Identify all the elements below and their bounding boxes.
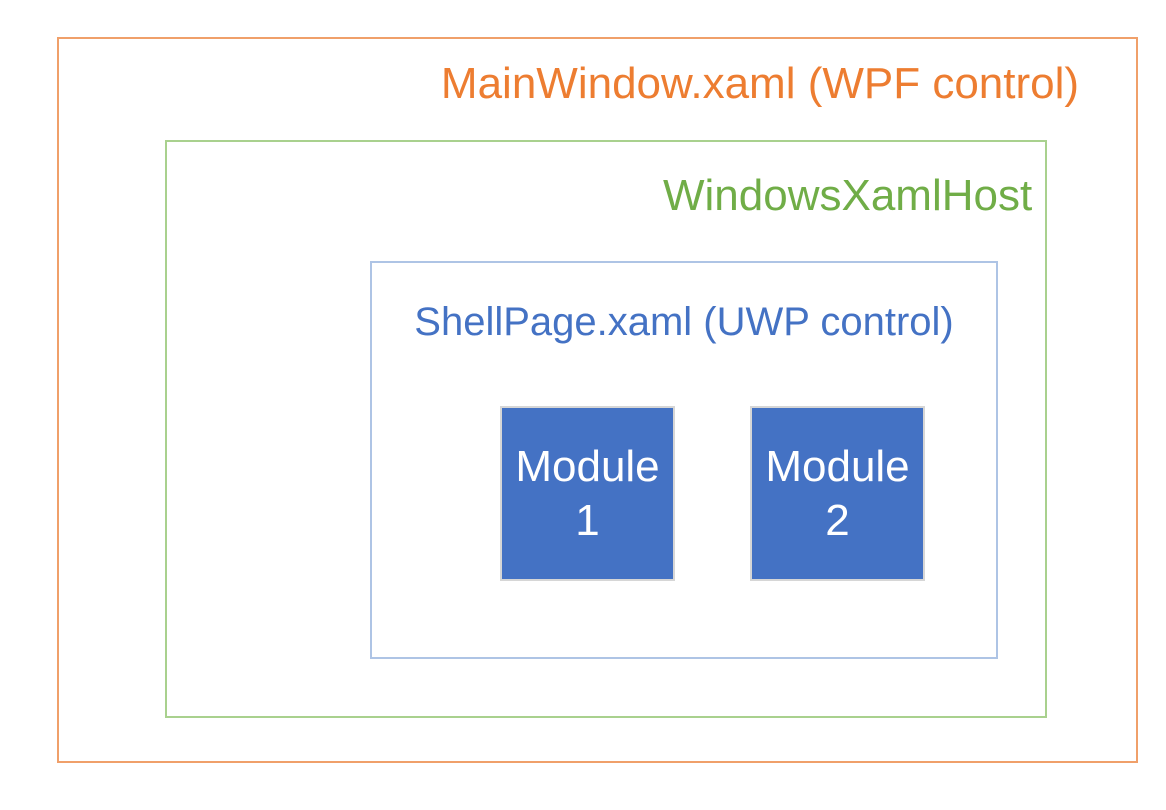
module-1-label-line1: Module [515, 441, 660, 491]
module-1-box: Module 1 [500, 406, 675, 581]
module-2-label-line2: 2 [825, 495, 850, 545]
module-1-label-line2: 1 [575, 495, 600, 545]
windowsxamlhost-box [165, 140, 1047, 718]
mainwindow-label: MainWindow.xaml (WPF control) [440, 59, 1080, 108]
mainwindow-box [57, 37, 1138, 763]
windowsxamlhost-label: WindowsXamlHost [663, 171, 1033, 220]
module-2-box: Module 2 [750, 406, 925, 581]
shellpage-box [370, 261, 998, 659]
shellpage-label: ShellPage.xaml (UWP control) [414, 300, 954, 344]
module-2-label-line1: Module [765, 441, 910, 491]
